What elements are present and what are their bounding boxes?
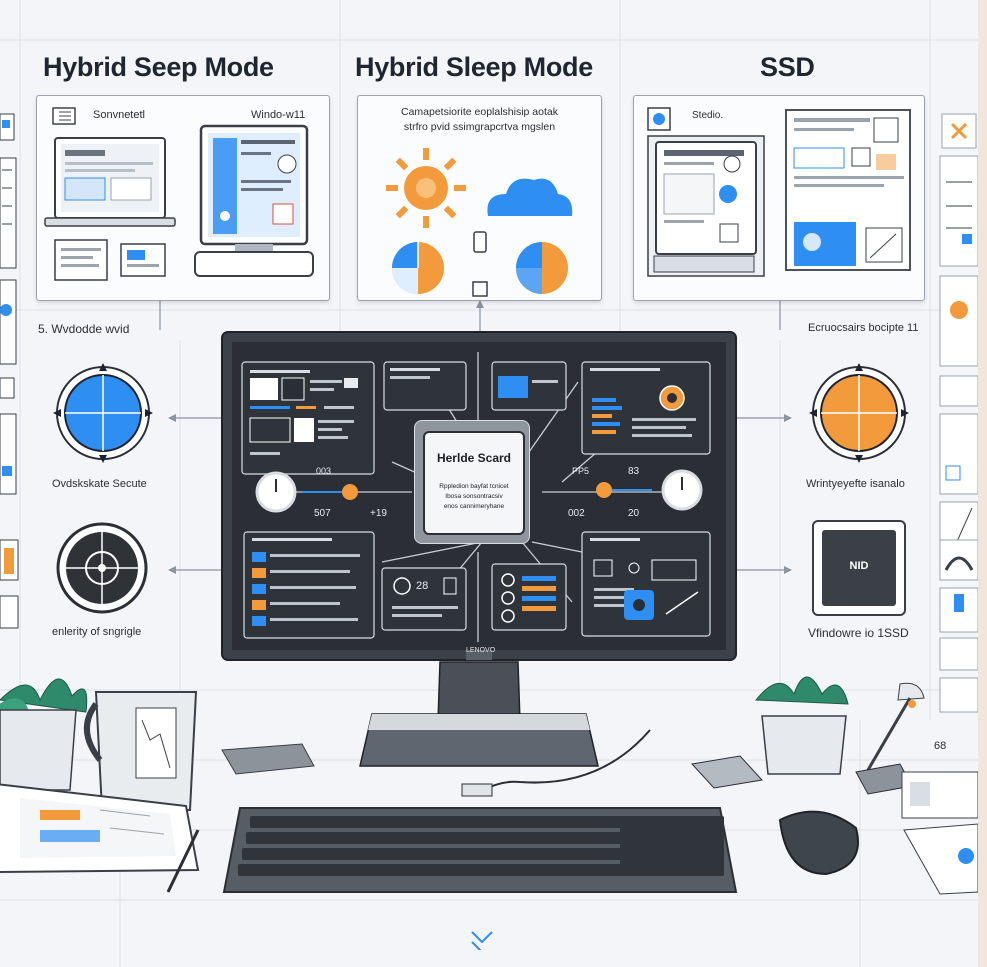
top-left-panel: Sonvnetetl Windo-w11 bbox=[36, 95, 330, 301]
pie-left-icon bbox=[392, 242, 444, 294]
ssd-drive-label: NID bbox=[849, 560, 869, 572]
screen-left-number-bottom: 507 bbox=[314, 508, 331, 519]
screen-right-number-bottom-a: 002 bbox=[568, 508, 585, 519]
book-icon bbox=[0, 783, 200, 893]
top-center-caption-1: Camapetsiorite eoplalshisip aotak bbox=[400, 106, 558, 118]
left-icon-strip bbox=[0, 113, 19, 629]
screen-dashboard bbox=[241, 352, 711, 642]
sleep-mode-icons bbox=[386, 148, 573, 297]
left-blue-gauge-icon bbox=[53, 363, 153, 463]
top-center-panel: Camapetsiorite eoplalshisip aotak strfro… bbox=[357, 95, 602, 301]
screen-right-number-bottom-b: 20 bbox=[628, 508, 640, 519]
screen-left-number-top: 003 bbox=[316, 466, 332, 476]
screen-center-card-inner: Herlde Scard Rppledion bayfat tcnicet Ib… bbox=[423, 431, 525, 535]
screen-left-number-plus: +19 bbox=[370, 508, 387, 519]
right-edge-strip bbox=[978, 0, 987, 967]
desk-corner-number: 68 bbox=[934, 740, 947, 752]
side-label-left-top: 5. Wvdodde wvid bbox=[38, 322, 130, 336]
ssd-drive-face bbox=[822, 530, 896, 606]
ssd-panel-illustration bbox=[647, 107, 911, 277]
plant-right-icon bbox=[754, 676, 849, 775]
screen-center-card-line-1: Rppledion bayfat tcnicet bbox=[439, 483, 509, 490]
top-center-caption-2: strfro pvid ssimgrapcrtva mgslen bbox=[403, 121, 556, 133]
ssd-drive-icon: NID bbox=[812, 520, 906, 616]
cloud-icon bbox=[487, 178, 573, 216]
plant-left-icon bbox=[0, 678, 88, 791]
monitor-bezel-logo: LENOVO bbox=[466, 647, 496, 654]
mug-icon bbox=[83, 691, 198, 811]
screen-right-number-top-b: 83 bbox=[628, 466, 640, 477]
top-left-label-b: Windo-w11 bbox=[251, 109, 306, 121]
side-label-left-mid: Ovdskskate Secute bbox=[52, 478, 147, 490]
pie-right-icon bbox=[516, 242, 568, 294]
screen-center-card-title: Herlde Scard bbox=[436, 451, 512, 465]
screen-badge-number: 28 bbox=[416, 580, 429, 592]
top-right-label: Stedio. bbox=[692, 110, 724, 121]
side-label-right-top: Ecruocsairs bocipte 11 bbox=[808, 322, 919, 334]
screen-center-card: Herlde Scard Rppledion bayfat tcnicet Ib… bbox=[414, 420, 530, 544]
heading-center: Hybrid Sleep Mode bbox=[355, 52, 593, 82]
mouse-icon bbox=[778, 810, 859, 876]
desk-lamp-icon bbox=[866, 682, 925, 771]
screen-center-card-line-3: enos cannimeryhane bbox=[443, 503, 505, 510]
left-dial-icon bbox=[56, 522, 148, 614]
keyboard-icon bbox=[222, 807, 738, 893]
side-label-right-bottom: Vfindowre io 1SSD bbox=[808, 626, 909, 640]
right-icon-strip bbox=[939, 113, 979, 713]
sun-icon bbox=[386, 148, 466, 228]
right-orange-gauge-icon bbox=[809, 363, 909, 463]
desk-scene bbox=[0, 676, 979, 950]
top-left-label-a: Sonvnetetl bbox=[93, 109, 145, 121]
screen-center-card-line-2: Ibosa sonsontracsiv bbox=[445, 493, 503, 500]
side-label-right-mid: Wrintyeyefte isanalo bbox=[806, 478, 905, 490]
heading-left: Hybrid Seep Mode bbox=[43, 52, 274, 82]
laptop-illustration bbox=[44, 107, 314, 281]
top-right-panel: Stedio. bbox=[633, 95, 925, 301]
heading-right: SSD bbox=[760, 52, 815, 82]
screen-right-number-top-a: PP5 bbox=[572, 466, 590, 476]
side-label-left-bottom: enlerity of sngrigle bbox=[52, 626, 142, 638]
